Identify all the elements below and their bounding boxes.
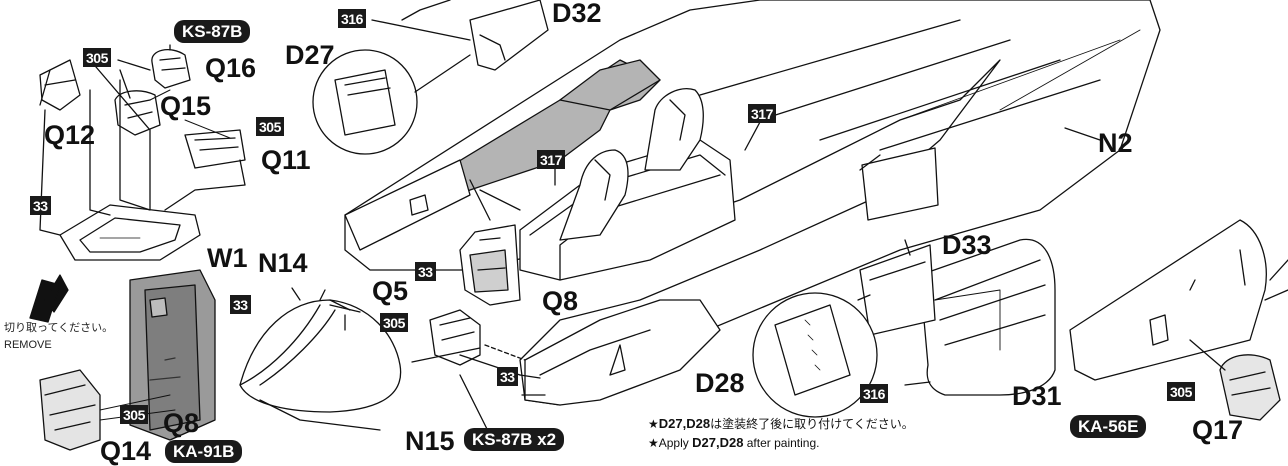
color-code-305-q17: 305: [1167, 382, 1195, 401]
part-label-Q11: Q11: [261, 145, 311, 175]
part-label-N14: N14: [258, 248, 308, 278]
left-side-panel: [344, 159, 471, 251]
note-text-en: after painting.: [743, 436, 820, 450]
color-code-316-top: 316: [338, 9, 366, 28]
part-label-Q17: Q17: [1192, 415, 1244, 445]
color-code-33-w1: 33: [30, 196, 51, 215]
part-label-Q8-left: Q8: [163, 408, 200, 438]
note-parts-en: D27,D28: [692, 435, 744, 450]
part-label-D28: D28: [695, 368, 745, 398]
color-code-305-q11: 305: [256, 117, 284, 136]
part-label-N15: N15: [405, 426, 455, 456]
part-label-Q15: Q15: [160, 91, 212, 121]
painting-note-jp: ★D27,D28は塗装終了後に取り付けてください。: [648, 414, 914, 434]
part-label-D31: D31: [1012, 381, 1062, 411]
part-label-D27: D27: [285, 40, 335, 70]
part-label-Q16: Q16: [205, 53, 257, 83]
panel-D33: [859, 244, 936, 336]
part-label-D32: D32: [552, 0, 602, 28]
panel-D31: [919, 238, 1056, 396]
part-label-D33: D33: [942, 230, 992, 260]
color-code-305-q12: 305: [83, 48, 111, 67]
canopy-N14-N15: [239, 299, 402, 413]
part-label-Q12: Q12: [44, 120, 96, 150]
note-star-en: ★Apply: [648, 436, 693, 450]
part-label-Q8-center: Q8: [542, 286, 579, 316]
badge-ks-87b: KS-87B: [174, 20, 251, 43]
ejection-seat-front: [559, 149, 629, 241]
color-code-33-left-bay: 33: [230, 295, 251, 314]
part-label-N2: N2: [1098, 128, 1133, 158]
cockpit-tub: [519, 139, 736, 281]
color-code-317-interior: 317: [537, 150, 565, 169]
note-parts-jp: D27,D28: [658, 416, 711, 431]
nose-section: [524, 299, 721, 406]
note-star-jp: ★: [648, 417, 659, 431]
part-label-Q5: Q5: [372, 276, 409, 306]
part-label-W1: W1: [207, 243, 248, 273]
color-code-317-fuselage: 317: [748, 104, 776, 123]
badge-ks-87b-x2: KS-87B x2: [464, 428, 565, 451]
remove-note-jp: 切り取ってください。: [4, 322, 114, 334]
badge-ka-56e: KA-56E: [1070, 415, 1147, 438]
side-panel-KA-56E: [1069, 219, 1267, 381]
camera-mount-Q12: [39, 59, 81, 111]
panel-D32-area: [469, 0, 549, 71]
painting-note-en: ★Apply D27,D28 after painting.: [648, 433, 819, 453]
color-code-316-bottom: 316: [860, 384, 888, 403]
color-code-33-nose: 33: [497, 367, 518, 386]
remove-note-en: REMOVE: [4, 339, 52, 351]
color-code-305-q14: 305: [120, 405, 148, 424]
part-label-Q14: Q14: [100, 436, 152, 466]
ejection-seat-rear: [644, 88, 704, 171]
remove-logo: [29, 274, 69, 323]
note-text-jp: は塗装終了後に取り付けてください。: [710, 417, 914, 431]
color-code-305-q5: 305: [380, 313, 408, 332]
color-code-33-panel: 33: [415, 262, 436, 281]
badge-ka-91b: KA-91B: [165, 440, 243, 463]
camera-Q17: [1219, 354, 1281, 421]
